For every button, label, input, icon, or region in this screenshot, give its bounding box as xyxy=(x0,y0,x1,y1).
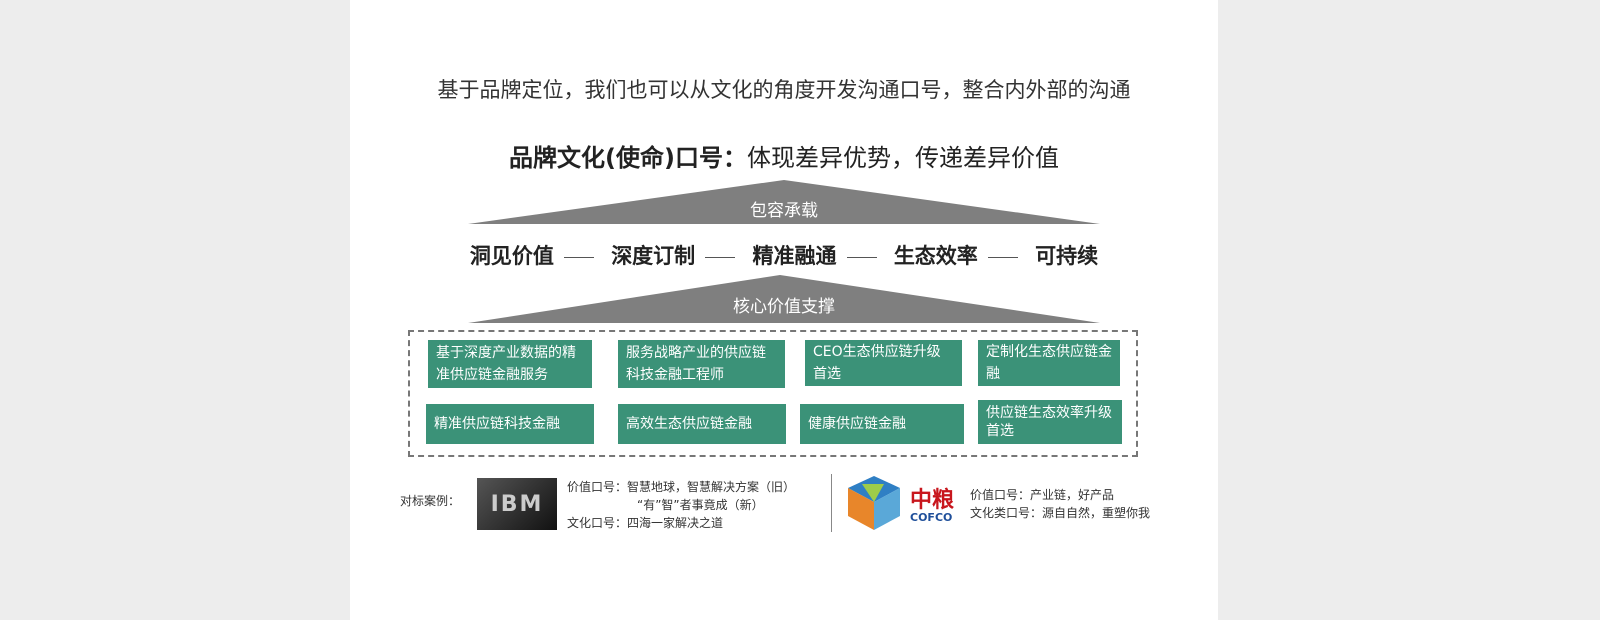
top-triangle xyxy=(468,180,1100,224)
divider xyxy=(831,474,832,532)
support-item: 基于深度产业数据的精准供应链金融服务 xyxy=(428,340,592,388)
slide-title: 基于品牌定位，我们也可以从文化的角度开发沟通口号，整合内外部的沟通 xyxy=(437,78,1131,102)
support-item: 服务战略产业的供应链科技金融工程师 xyxy=(618,340,785,388)
value-item: 生态效率 xyxy=(893,244,978,268)
ibm-slogans: 价值口号：智慧地球，智慧解决方案（旧） “有”智”者事竟成（新） 文化口号：四海… xyxy=(567,478,795,532)
value-item: 洞见价值 xyxy=(469,244,554,268)
ibm-line: 价值口号：智慧地球，智慧解决方案（旧） xyxy=(567,480,796,494)
cofco-slogans: 价值口号：产业链，好产品 文化类口号：源自自然，重塑你我 xyxy=(970,486,1150,522)
benchmark-label: 对标案例： xyxy=(400,494,461,508)
cofco-logo-en: COFCO xyxy=(910,511,953,524)
support-item: 供应链生态效率升级首选 xyxy=(978,400,1122,444)
value-item: 可持续 xyxy=(1035,244,1099,268)
value-item: 精准融通 xyxy=(752,244,837,268)
support-item: 精准供应链科技金融 xyxy=(426,404,594,444)
ibm-logo-text: IBM xyxy=(490,491,544,517)
slide-subtitle: 品牌文化(使命)口号：体现差异优势，传递差异价值 xyxy=(350,138,1218,173)
cofco-line: 价值口号：产业链，好产品 xyxy=(970,488,1115,502)
support-item: 高效生态供应链金融 xyxy=(618,404,786,444)
cofco-line: 文化类口号：源自自然，重塑你我 xyxy=(970,506,1151,520)
top-triangle-label: 包容承载 xyxy=(750,201,818,221)
core-values-row: 洞见价值 深度订制 精准融通 生态效率 可持续 xyxy=(350,240,1218,270)
subtitle-rest: 体现差异优势，传递差异价值 xyxy=(746,144,1059,172)
subtitle-bold: 品牌文化(使命)口号： xyxy=(509,144,747,172)
cofco-logo-cn: 中粮 xyxy=(910,488,955,513)
support-item: CEO生态供应链升级首选 xyxy=(805,340,962,386)
support-box xyxy=(408,330,1138,457)
slide: 基于品牌定位，我们也可以从文化的角度开发沟通口号，整合内外部的沟通 品牌文化(使… xyxy=(350,0,1218,620)
support-item: 健康供应链金融 xyxy=(800,404,964,444)
ibm-logo: IBM xyxy=(477,478,557,530)
ibm-line: “有”智”者事竟成（新） xyxy=(637,498,764,512)
bottom-triangle xyxy=(468,275,1100,323)
bottom-triangle-label: 核心价值支撑 xyxy=(733,297,835,317)
cofco-logo-icon xyxy=(848,476,900,530)
support-item: 定制化生态供应链金融 xyxy=(978,340,1120,386)
ibm-line: 文化口号：四海一家解决之道 xyxy=(567,516,724,530)
value-item: 深度订制 xyxy=(611,244,696,268)
